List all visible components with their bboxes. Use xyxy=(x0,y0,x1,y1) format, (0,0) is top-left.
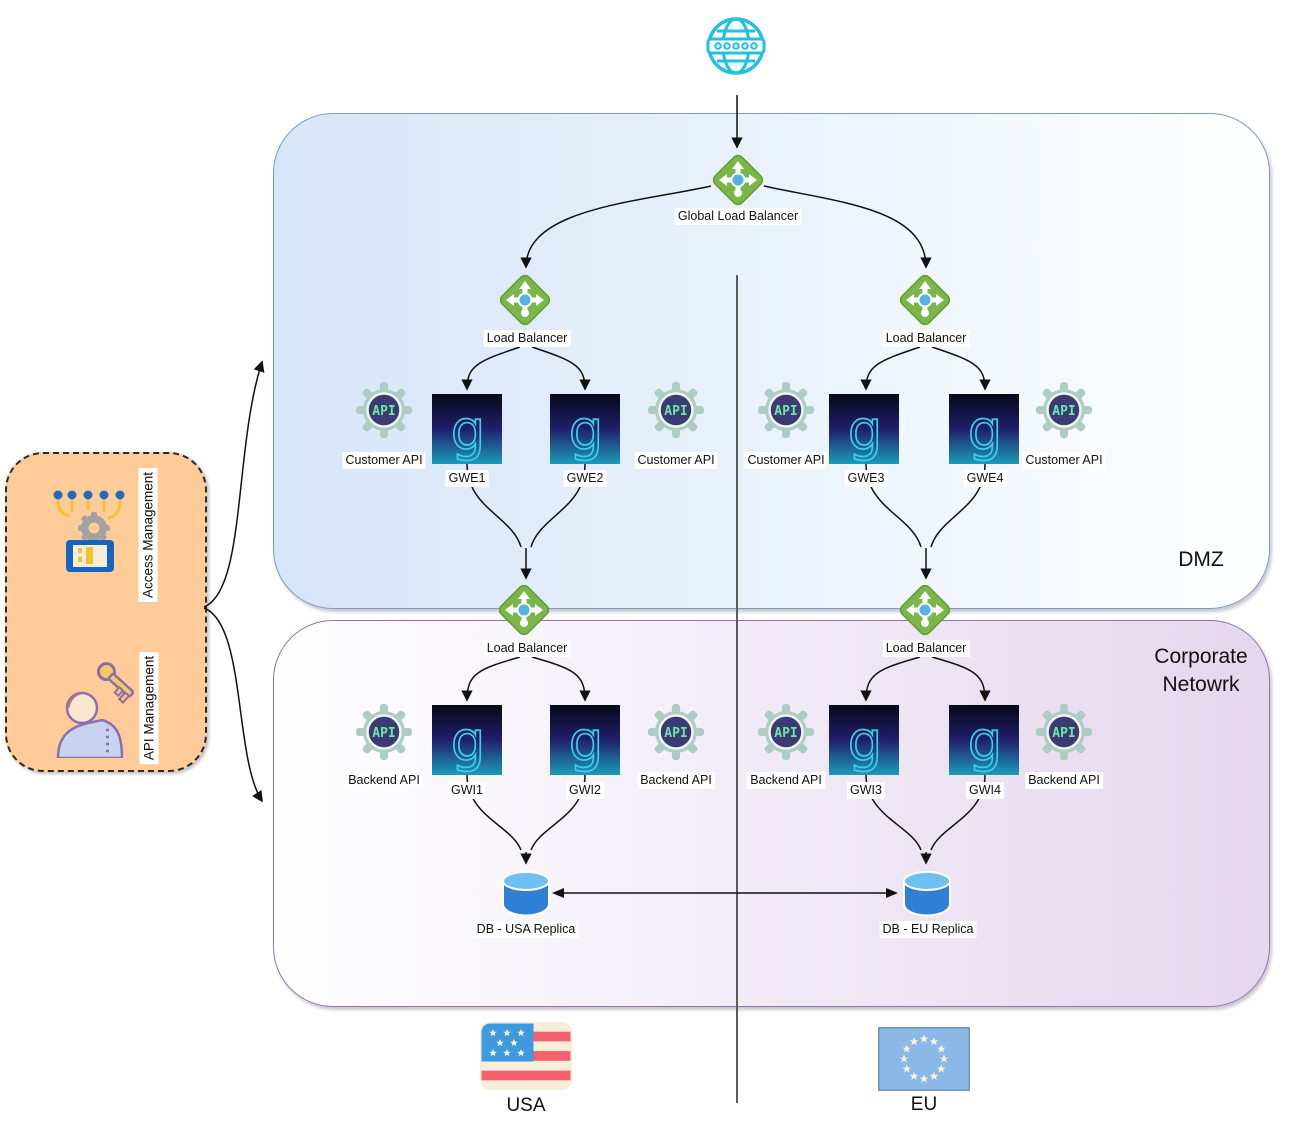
backend-api-icon-4: API xyxy=(1035,703,1093,766)
customer-api-label-4: Customer API xyxy=(1022,452,1106,469)
backend-api-icon-2: API xyxy=(647,703,705,766)
gateway-glyph: g xyxy=(848,710,882,773)
api-badge-text: API xyxy=(372,726,395,741)
management-panel xyxy=(5,452,207,772)
gwe3-label: GWE3 xyxy=(844,470,888,487)
load-balancer-icon-dmz-usa xyxy=(497,272,553,333)
backend-api-icon-3: API xyxy=(757,703,815,766)
customer-api-icon-1: API xyxy=(355,381,413,444)
backend-api-label-2: Backend API xyxy=(637,772,715,789)
customer-api-icon-2: API xyxy=(647,381,705,444)
gateway-glyph: g xyxy=(968,710,1002,773)
gateway-glyph: g xyxy=(569,710,603,773)
backend-api-label-3: Backend API xyxy=(747,772,825,789)
backend-api-label-1: Backend API xyxy=(345,772,423,789)
api-management-icon xyxy=(48,662,135,763)
api-badge-text: API xyxy=(774,404,797,419)
api-badge-text: API xyxy=(372,404,395,419)
customer-api-label-3: Customer API xyxy=(744,452,828,469)
usa-flag-icon xyxy=(480,1022,572,1095)
edge-panel-to-dmz xyxy=(203,360,265,608)
backend-api-label-4: Backend API xyxy=(1025,772,1103,789)
gateway-gwi1-icon: g xyxy=(432,705,502,775)
customer-api-label-1: Customer API xyxy=(342,452,426,469)
gateway-glyph: g xyxy=(848,399,882,462)
load-balancer-icon-dmz-eu xyxy=(897,272,953,333)
edge-panel-to-corp xyxy=(203,607,263,803)
gwi3-label: GWI3 xyxy=(847,782,885,799)
gateway-glyph: g xyxy=(569,399,603,462)
corporate-zone-label-line2: Netowrk xyxy=(1162,673,1240,696)
gwi2-label: GWI2 xyxy=(566,782,604,799)
load-balancer-label-dmz-eu: Load Balancer xyxy=(882,330,970,347)
corporate-zone-label: Corporate Netowrk xyxy=(1154,643,1247,699)
gateway-gwe4-icon: g xyxy=(949,394,1019,464)
dmz-zone-label: DMZ xyxy=(1178,548,1224,571)
global-load-balancer-icon xyxy=(710,152,766,213)
database-eu-label: DB - EU Replica xyxy=(879,921,977,938)
gwi1-label: GWI1 xyxy=(448,782,486,799)
api-badge-text: API xyxy=(664,726,687,741)
gateway-glyph: g xyxy=(968,399,1002,462)
gateway-gwe2-icon: g xyxy=(550,394,620,464)
customer-api-icon-4: API xyxy=(1035,381,1093,444)
gateway-gwi2-icon: g xyxy=(550,705,620,775)
gwe1-label: GWE1 xyxy=(445,470,489,487)
usa-region-label: USA xyxy=(506,1095,546,1116)
load-balancer-label-corp-usa: Load Balancer xyxy=(483,640,571,657)
gateway-glyph: g xyxy=(451,710,485,773)
gwe2-label: GWE2 xyxy=(563,470,607,487)
global-load-balancer-label: Global Load Balancer xyxy=(674,208,802,225)
api-badge-text: API xyxy=(774,726,797,741)
customer-api-label-2: Customer API xyxy=(634,452,718,469)
eu-region-label: EU xyxy=(910,1094,938,1115)
corporate-network-zone xyxy=(273,620,1270,1007)
database-usa-icon xyxy=(498,868,554,923)
gateway-gwe1-icon: g xyxy=(432,394,502,464)
corporate-zone-label-line1: Corporate xyxy=(1154,645,1248,668)
gateway-gwi3-icon: g xyxy=(829,705,899,775)
database-eu-icon xyxy=(899,868,955,923)
api-badge-text: API xyxy=(1052,404,1075,419)
load-balancer-icon-corp-eu xyxy=(897,582,953,643)
gateway-glyph: g xyxy=(451,399,485,462)
customer-api-icon-3: API xyxy=(757,381,815,444)
dmz-zone xyxy=(273,113,1270,609)
access-management-label: Access Management xyxy=(138,467,158,603)
eu-flag-icon xyxy=(878,1027,970,1096)
access-management-icon xyxy=(48,488,132,581)
gwe4-label: GWE4 xyxy=(963,470,1007,487)
api-management-label: API Management xyxy=(139,651,159,765)
load-balancer-icon-corp-usa xyxy=(496,582,552,643)
load-balancer-label-corp-eu: Load Balancer xyxy=(882,640,970,657)
api-badge-text: API xyxy=(1052,726,1075,741)
backend-api-icon-1: API xyxy=(355,703,413,766)
gwi4-label: GWI4 xyxy=(966,782,1004,799)
gateway-gwi4-icon: g xyxy=(949,705,1019,775)
api-badge-text: API xyxy=(664,404,687,419)
internet-globe-icon xyxy=(703,13,769,84)
load-balancer-label-dmz-usa: Load Balancer xyxy=(483,330,571,347)
database-usa-label: DB - USA Replica xyxy=(473,921,579,938)
gateway-gwe3-icon: g xyxy=(829,394,899,464)
